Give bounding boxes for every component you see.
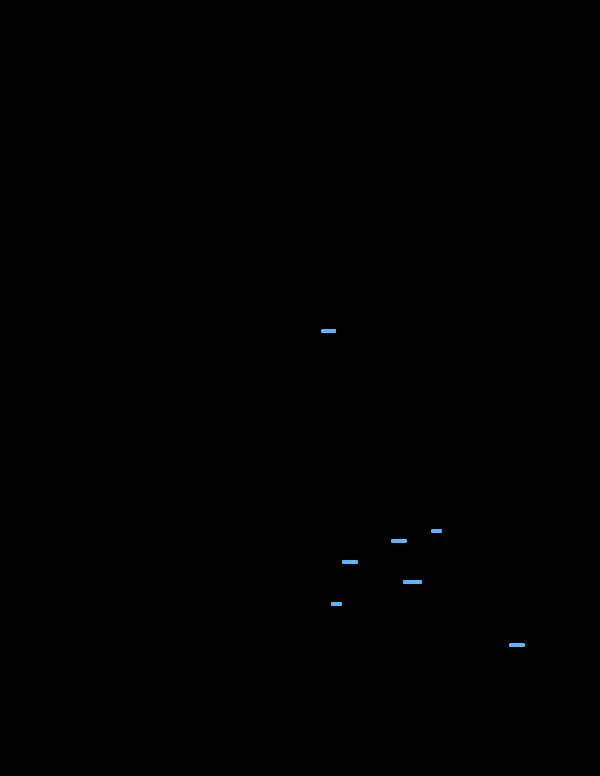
- link-highlight[interactable]: [431, 529, 442, 533]
- link-highlight[interactable]: [391, 539, 407, 543]
- link-highlight[interactable]: [321, 329, 336, 333]
- link-highlight[interactable]: [342, 560, 358, 564]
- link-highlight[interactable]: [403, 580, 422, 584]
- link-highlight[interactable]: [509, 643, 525, 647]
- link-highlight[interactable]: [331, 602, 342, 606]
